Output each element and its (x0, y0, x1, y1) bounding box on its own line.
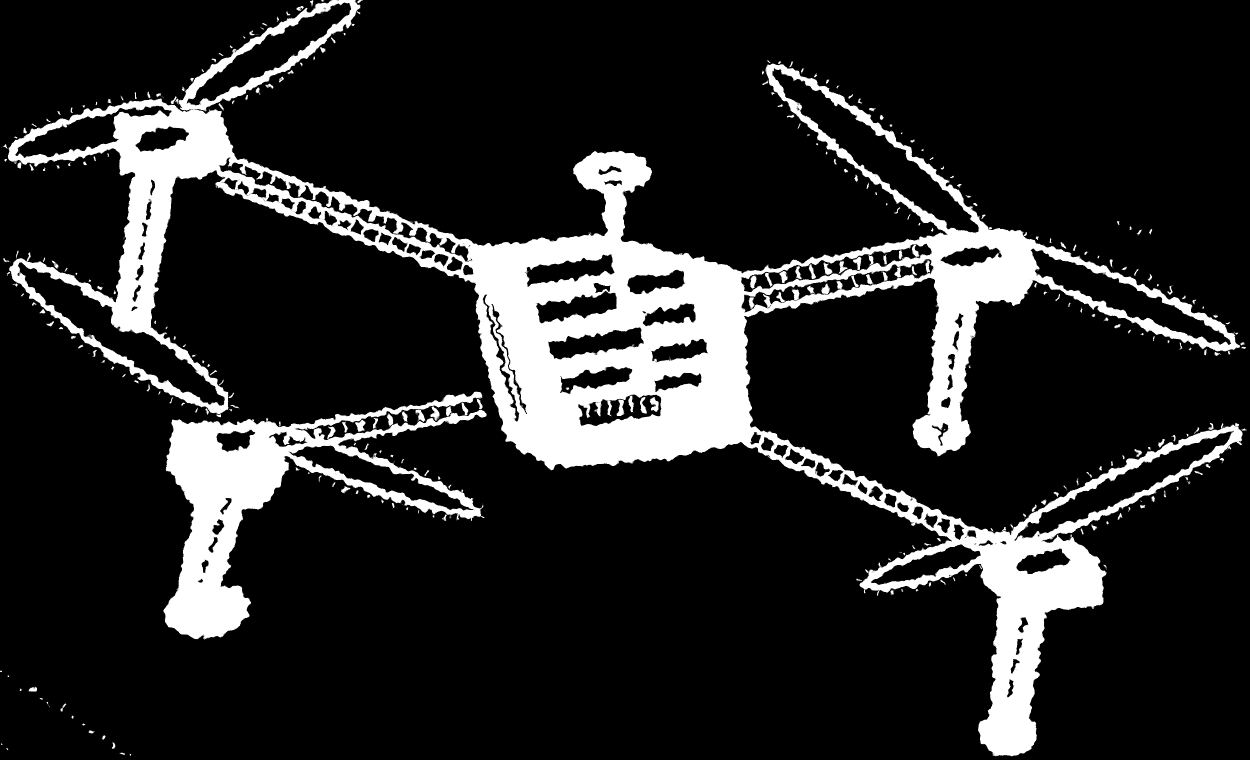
leg-streak (944, 313, 962, 406)
motor-rear-right (926, 228, 1038, 302)
prop-blur-speckle (3, 253, 237, 417)
arm-tube-rail (735, 237, 931, 279)
motor-front-right (978, 538, 1106, 614)
motor-pod-body (166, 420, 290, 514)
vent-slat (537, 292, 617, 322)
prop-hub-detail (216, 430, 254, 451)
arm-tube-rail (216, 183, 505, 293)
battery-tick-pattern (585, 397, 657, 417)
leg-strut (990, 596, 1048, 720)
leg-rear-left (112, 156, 178, 334)
gps-cap-detail (597, 166, 625, 174)
leg-front-left (165, 476, 252, 639)
arm-tube-rail (209, 165, 499, 275)
arm-tube-rail (267, 411, 485, 455)
vent-slat (549, 327, 643, 360)
plate-edge-line (491, 302, 527, 417)
arm-tube-rail (202, 145, 493, 255)
arm-tube-rail (265, 393, 483, 435)
prop-blur-speckle (2, 94, 184, 170)
gps-mushroom-cap (574, 151, 652, 193)
leg-foot (979, 709, 1037, 757)
plate-edge-line (482, 296, 520, 422)
gps-mast-stem (603, 191, 626, 252)
vent-slat (649, 340, 707, 363)
body-plate (470, 234, 752, 468)
arm-speckle (734, 262, 932, 311)
vent-slat (644, 305, 696, 326)
arm-front-left (265, 393, 485, 455)
arm-tube-rail (741, 439, 1001, 561)
vent-slat (526, 255, 614, 286)
vent-slat (559, 366, 631, 392)
leg-streak (1006, 618, 1026, 704)
prop-blade-loop (181, 0, 359, 111)
motor-front-left (166, 420, 290, 514)
prop-hub-detail (943, 247, 1001, 265)
arm-speckle (736, 244, 930, 291)
prop-blur-speckle (236, 418, 486, 522)
arm-rear-left (202, 145, 505, 293)
gps-mast (574, 151, 652, 252)
vent-slat (627, 270, 687, 294)
prop-blade-loop (8, 100, 178, 164)
leg-streak (198, 498, 230, 584)
motor-pod-body (926, 228, 1038, 302)
prop-blur-speckle (974, 228, 1246, 356)
arm-tube-rail (743, 423, 1003, 545)
leg-foot (165, 581, 249, 639)
arm-tube-rail (733, 255, 933, 299)
body-detail-mark (594, 286, 610, 292)
arm-speckle (742, 429, 1002, 555)
motor-pod-body (978, 538, 1106, 614)
prop-hub-detail (135, 127, 189, 151)
leg-streak (132, 180, 154, 310)
prop-rear-left (2, 0, 364, 170)
leg-front-right (979, 596, 1048, 757)
arm-rear-right (731, 237, 935, 318)
gps-cap-detail (605, 181, 623, 184)
leg-rear-right (913, 292, 978, 453)
surface (0, 223, 1159, 760)
center-body (470, 234, 752, 468)
prop-blur-speckle (1001, 422, 1247, 550)
foot-detail-mark (932, 424, 948, 445)
prop-blade-loop (862, 533, 1016, 591)
prop-blur-speckle (857, 528, 1021, 596)
arm-speckle (268, 400, 482, 447)
arm-front-right (741, 423, 1003, 561)
prop-front-right (857, 422, 1247, 596)
table-edge-dotted-line (0, 670, 142, 760)
arm-tube-rail (731, 273, 935, 318)
prop-hub-detail (1017, 551, 1071, 573)
vent-slat (654, 372, 702, 391)
